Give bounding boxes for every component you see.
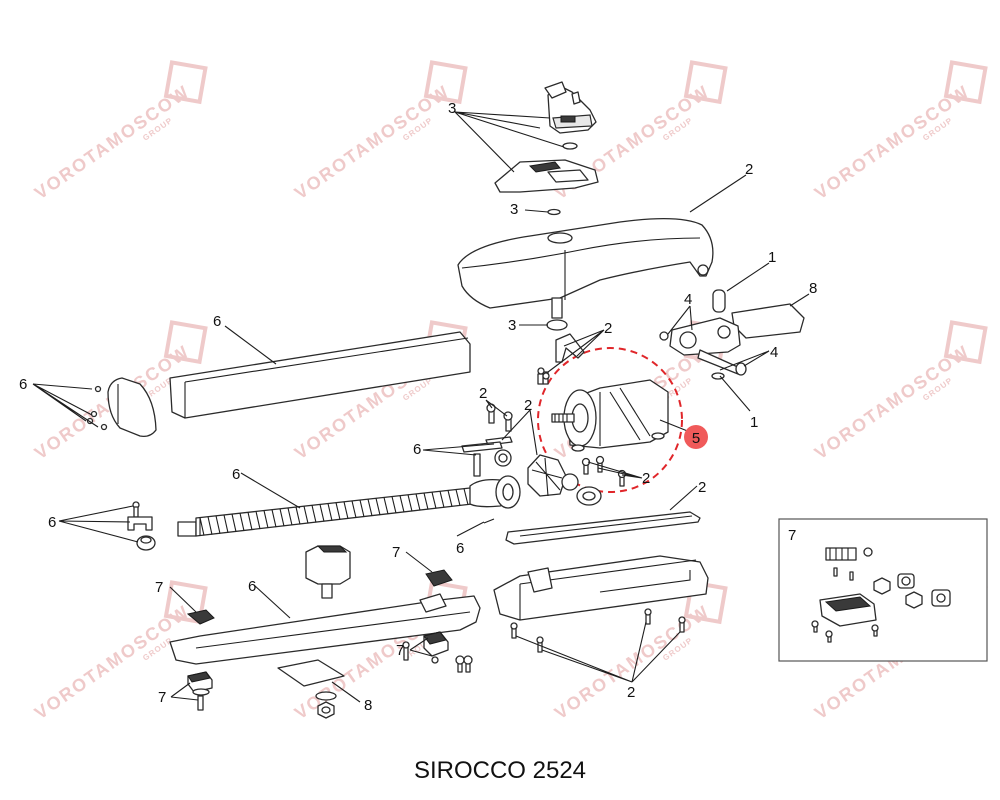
shaft-thread-line — [367, 499, 373, 517]
shaft-thread-line — [247, 512, 253, 531]
base-rail-part — [169, 593, 481, 665]
shaft-thread-line — [359, 499, 365, 517]
shaft-thread-line — [415, 493, 421, 511]
end-cap-part — [86, 377, 157, 438]
shaft-thread-line — [231, 513, 237, 532]
bottom-plate-part — [277, 659, 345, 719]
callout-labels: 3 3 2 1 8 4 4 1 3 6 6 2 2 2 6 2 2 6 6 6 … — [19, 100, 817, 714]
callout-1-pin: 1 — [768, 249, 776, 266]
shaft-thread-line — [207, 516, 213, 535]
motor-bracket-part — [537, 333, 585, 385]
shaft-thread-line — [263, 510, 269, 529]
callout-6-shaft: 6 — [232, 466, 240, 483]
callout-6-cover: 6 — [213, 313, 221, 330]
shaft-thread-line — [215, 515, 221, 534]
shaft-thread-line — [239, 513, 245, 531]
shaft-thread-line — [223, 514, 229, 533]
gear-part — [494, 449, 602, 506]
svg-text:VOROTAMOSCOW: VOROTAMOSCOW — [811, 341, 974, 463]
shaft-thread-line — [351, 500, 357, 518]
shaft-thread-line — [287, 507, 293, 526]
gear-screws-part — [485, 403, 513, 446]
callout-5-motor: 5 — [692, 430, 700, 447]
motor-highlight-circle — [537, 347, 683, 493]
small-screw-part — [483, 518, 495, 524]
callout-7-pad: 7 — [158, 689, 166, 706]
callout-2-base: 2 — [627, 684, 635, 701]
callout-6-pin: 6 — [48, 514, 56, 531]
shaft-thread-line — [335, 502, 341, 520]
inset-parts — [811, 547, 951, 643]
callout-2-bracket: 2 — [604, 320, 612, 337]
shaft-thread-line — [271, 509, 277, 528]
highlight-badge — [684, 425, 708, 449]
shaft-thread-line — [303, 506, 309, 524]
shaft-thread-line — [375, 498, 381, 516]
shaft-thread-line — [391, 496, 397, 514]
shaft-thread-line — [431, 492, 437, 509]
shaft-thread-line — [399, 495, 405, 513]
callout-3-post: 3 — [508, 317, 516, 334]
shaft-thread-line — [439, 491, 445, 508]
callout-2-gasket: 2 — [698, 479, 706, 496]
arm-fittings-part — [127, 501, 156, 551]
svg-text:VOROTAMOSCOW: VOROTAMOSCOW — [811, 81, 974, 203]
worm-shaft-part — [177, 441, 521, 537]
callout-2-motor-screws: 2 — [642, 470, 650, 487]
callout-7-boot: 7 — [396, 642, 404, 659]
shaft-thread-line — [199, 517, 205, 536]
top-cover-part — [457, 217, 714, 331]
release-lever-part — [544, 81, 597, 150]
shaft-thread-line — [311, 505, 317, 523]
callout-8-bottom: 8 — [364, 697, 372, 714]
shaft-thread-line — [343, 501, 349, 519]
svg-text:VOROTAMOSCOW: VOROTAMOSCOW — [291, 81, 454, 203]
shaft-thread-line — [423, 492, 429, 510]
callout-4-bottom: 4 — [770, 344, 778, 361]
base-housing-part — [493, 555, 709, 653]
motor-part — [551, 379, 669, 452]
gasket-part — [505, 511, 701, 545]
shaft-thread-line — [447, 490, 453, 507]
lever-washer — [547, 208, 561, 216]
svg-text:VOROTAMOSCOW: VOROTAMOSCOW — [31, 81, 194, 203]
callout-6-screw: 6 — [456, 540, 464, 557]
gasket-inner-line — [519, 515, 693, 537]
shaft-thread-line — [463, 488, 469, 505]
callout-6-nuts: 6 — [413, 441, 421, 458]
shaft-thread-line — [255, 511, 261, 530]
shaft-thread-line — [383, 497, 389, 515]
callout-2-cover: 2 — [745, 161, 753, 178]
shaft-thread-line — [407, 494, 413, 512]
callout-7-mid: 7 — [392, 544, 400, 561]
callout-6-arm: 6 — [248, 578, 256, 595]
callout-6-cap: 6 — [19, 376, 27, 393]
callout-2-gear: 2 — [524, 397, 532, 414]
callout-3-mid: 3 — [510, 201, 518, 218]
rubber-pads-part — [186, 569, 473, 711]
callout-1-washer: 1 — [750, 414, 758, 431]
callout-4-top: 4 — [684, 291, 692, 308]
model-title: SIROCCO 2524 — [413, 757, 587, 784]
lever-housing-part — [494, 159, 599, 193]
shaft-thread-line — [279, 508, 285, 527]
shaft-thread-line — [319, 504, 325, 522]
svg-text:VOROTAMOSCOW: VOROTAMOSCOW — [31, 601, 194, 723]
shaft-thread-line — [327, 503, 333, 521]
callout-8-plate: 8 — [809, 280, 817, 297]
shaft-thread-line — [295, 506, 301, 525]
inset-callout-7: 7 — [788, 527, 796, 544]
callout-7-left: 7 — [155, 579, 163, 596]
leader-lines — [32, 111, 810, 703]
callout-3-top: 3 — [448, 100, 456, 117]
carriage-block-part — [305, 545, 351, 599]
side-cover-part — [169, 331, 471, 419]
callout-2-screws: 2 — [479, 385, 487, 402]
shaft-thread-line — [455, 489, 461, 506]
